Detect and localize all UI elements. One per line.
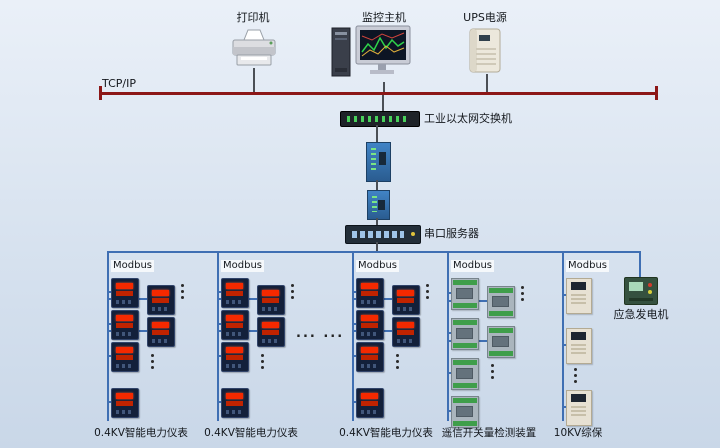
trunk-line-5 — [376, 242, 378, 251]
converter-leds — [372, 196, 377, 212]
tcpip-line-endcap-right — [655, 86, 658, 100]
power-meter — [221, 342, 249, 372]
more-devices-ellipsis — [291, 284, 294, 287]
io-module — [487, 326, 515, 358]
ups-icon — [468, 27, 504, 78]
power-meter — [356, 342, 384, 372]
tcpip-line — [100, 92, 658, 95]
power-meter — [147, 317, 175, 347]
more-devices-ellipsis — [151, 354, 154, 357]
trunk-line-1 — [382, 95, 384, 111]
branch-line-4 — [447, 251, 449, 421]
switch-ports — [347, 116, 407, 122]
branch-line-generator — [639, 251, 641, 277]
monitoring-host-icon — [330, 24, 414, 86]
more-devices-ellipsis — [261, 354, 264, 357]
protection-relay — [566, 278, 592, 314]
printer-link-line — [253, 68, 255, 92]
serial-server-icon — [345, 225, 421, 244]
tcpip-line-endcap-left — [99, 86, 102, 100]
power-meter — [111, 388, 139, 418]
generator-led-red — [648, 283, 652, 287]
trunk-line-3 — [376, 180, 378, 190]
modbus-label-5: Modbus — [566, 260, 609, 272]
power-meter — [356, 388, 384, 418]
power-meter — [111, 278, 139, 308]
power-meter — [221, 310, 249, 340]
modbus-bus-line — [107, 251, 641, 253]
serial-led — [411, 232, 415, 236]
power-meter — [392, 317, 420, 347]
power-meter — [356, 310, 384, 340]
converter-leds — [371, 148, 376, 170]
io-module — [451, 396, 479, 428]
printer-label: 打印机 — [236, 11, 270, 24]
more-devices-ellipsis — [491, 364, 494, 367]
cluster-label-4: 遥信开关量检测装置 — [441, 427, 537, 439]
modbus-label-4: Modbus — [451, 260, 494, 272]
io-module — [487, 286, 515, 318]
more-devices-ellipsis — [181, 284, 184, 287]
protection-relay — [566, 390, 592, 426]
power-meter — [147, 285, 175, 315]
more-branches-ellipsis: ... ... — [296, 326, 345, 341]
modbus-label-3: Modbus — [356, 260, 399, 272]
media-converter-icon — [366, 142, 391, 182]
printer-icon — [227, 27, 281, 73]
power-meter — [111, 310, 139, 340]
cluster-label-5: 10KV综保 — [553, 427, 603, 439]
modbus-label-1: Modbus — [111, 260, 154, 272]
trunk-line-4 — [376, 218, 378, 225]
branch-line-5 — [562, 251, 564, 421]
modbus-label-2: Modbus — [221, 260, 264, 272]
host-label: 监控主机 — [362, 11, 406, 24]
host-link-line — [383, 82, 385, 92]
ethernet-switch-label: 工业以太网交换机 — [424, 112, 512, 125]
power-meter — [257, 317, 285, 347]
io-module — [451, 278, 479, 310]
power-meter — [257, 285, 285, 315]
generator-controller-icon — [624, 277, 658, 305]
protocol-converter-icon — [367, 190, 390, 220]
io-module — [451, 318, 479, 350]
ups-link-line — [486, 74, 488, 92]
converter-port — [379, 152, 386, 165]
branch-line-3 — [352, 251, 354, 421]
branch-line-2 — [217, 251, 219, 421]
cluster-label-1: 0.4KV智能电力仪表 — [94, 427, 188, 439]
power-meter — [111, 342, 139, 372]
protection-relay — [566, 328, 592, 364]
ethernet-switch-icon — [340, 111, 420, 127]
more-devices-ellipsis — [521, 286, 524, 289]
ups-label: UPS电源 — [463, 11, 507, 24]
serial-server-label: 串口服务器 — [424, 227, 479, 240]
more-devices-ellipsis — [574, 368, 577, 371]
generator-screen — [629, 282, 643, 291]
power-meter — [392, 285, 420, 315]
branch-line-1 — [107, 251, 109, 421]
io-module — [451, 358, 479, 390]
power-meter — [221, 388, 249, 418]
more-devices-ellipsis — [426, 284, 429, 287]
more-devices-ellipsis — [396, 354, 399, 357]
generator-led-yellow — [648, 290, 652, 294]
converter-port — [378, 200, 385, 210]
generator-label: 应急发电机 — [613, 308, 669, 321]
cluster-label-3: 0.4KV智能电力仪表 — [339, 427, 433, 439]
power-meter — [221, 278, 249, 308]
cluster-label-2: 0.4KV智能电力仪表 — [204, 427, 298, 439]
power-meter — [356, 278, 384, 308]
serial-ports — [352, 231, 404, 238]
generator-buttons — [629, 298, 653, 301]
trunk-line-2 — [376, 125, 378, 142]
tcpip-label: TCP/IP — [102, 77, 136, 90]
